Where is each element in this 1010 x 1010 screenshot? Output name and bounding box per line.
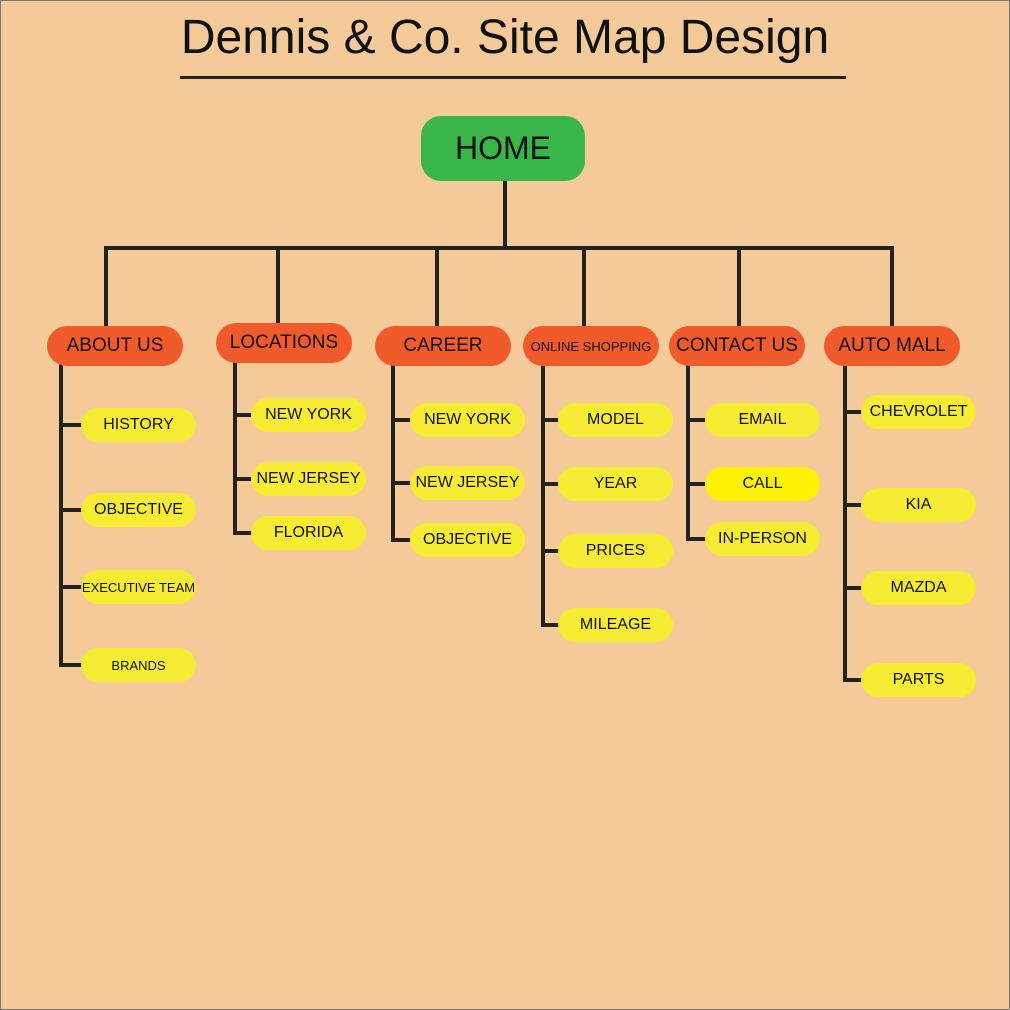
page-node-locations[interactable]: NEW JERSEY — [251, 462, 366, 496]
page-node-career[interactable]: OBJECTIVE — [410, 523, 525, 557]
home-node[interactable]: HOME — [421, 116, 585, 181]
page-node-locations[interactable]: NEW YORK — [251, 398, 366, 432]
page-node-auto-mall[interactable]: MAZDA — [861, 571, 976, 605]
page-node-about-us[interactable]: EXECUTIVE TEAM — [81, 570, 196, 604]
page-node-contact-us[interactable]: IN-PERSON — [705, 522, 820, 556]
page-node-about-us[interactable]: OBJECTIVE — [81, 493, 196, 527]
category-contact-us[interactable]: CONTACT US — [669, 326, 805, 366]
page-node-career[interactable]: NEW JERSEY — [410, 466, 525, 500]
category-about-us[interactable]: ABOUT US — [47, 326, 183, 366]
page-node-about-us[interactable]: BRANDS — [81, 648, 196, 682]
category-career[interactable]: CAREER — [375, 326, 511, 366]
category-auto-mall[interactable]: AUTO MALL — [824, 326, 960, 366]
page-node-career[interactable]: NEW YORK — [410, 403, 525, 437]
page-title: Dennis & Co. Site Map Design — [180, 11, 830, 64]
category-locations[interactable]: LOCATIONS — [216, 323, 352, 363]
page-node-online-shopping[interactable]: MODEL — [558, 403, 673, 437]
page-node-online-shopping[interactable]: PRICES — [558, 534, 673, 568]
category-online-shopping[interactable]: ONLINE SHOPPING — [523, 326, 659, 366]
page-node-contact-us[interactable]: CALL — [705, 467, 820, 501]
page-node-auto-mall[interactable]: PARTS — [861, 663, 976, 697]
page-node-about-us[interactable]: HISTORY — [81, 408, 196, 442]
page-node-auto-mall[interactable]: KIA — [861, 488, 976, 522]
page-node-online-shopping[interactable]: MILEAGE — [558, 608, 673, 642]
page-node-contact-us[interactable]: EMAIL — [705, 403, 820, 437]
page-node-online-shopping[interactable]: YEAR — [558, 467, 673, 501]
page-node-auto-mall[interactable]: CHEVROLET — [861, 395, 976, 429]
title-underline — [180, 76, 846, 79]
page-node-locations[interactable]: FLORIDA — [251, 516, 366, 550]
